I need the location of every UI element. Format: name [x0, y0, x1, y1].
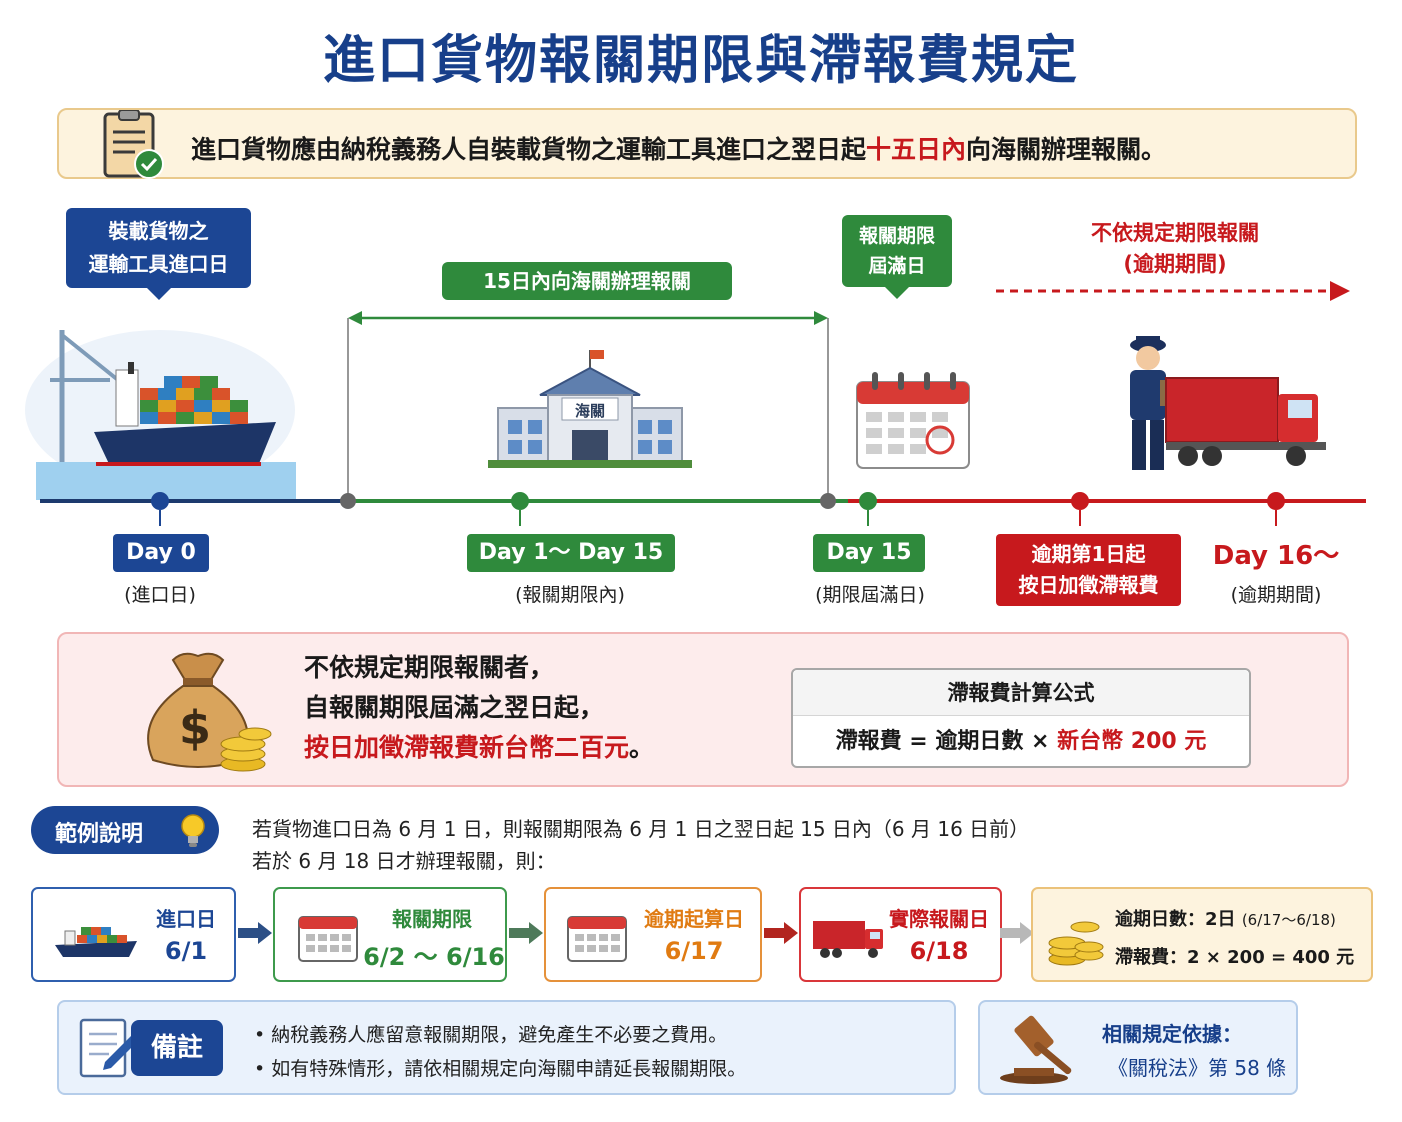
- calendar-icon: [856, 372, 970, 469]
- result-days: 逾期日數：2日 (6/17～6/18): [1115, 909, 1336, 930]
- formula-title: 滯報費計算公式: [793, 670, 1249, 716]
- sub-day1-15: (報關期限內): [515, 584, 625, 606]
- marker-day15: [859, 492, 877, 510]
- late-fee-rule-box: $ 不依規定期限報關者， 自報關期限屆滿之翌日起， 按日加徵滯報費新台幣二百元。…: [57, 632, 1349, 787]
- small-calendar-icon: [297, 911, 359, 967]
- step-arrow-2: [509, 922, 543, 944]
- step-overdue-start: 逾期起算日 6/17: [544, 887, 762, 982]
- result-fee: 滯報費：2 × 200 = 400 元: [1115, 947, 1355, 968]
- step-import-value: 6/1: [164, 937, 208, 965]
- formula-box: 滯報費計算公式 滯報費 = 逾期日數 × 新台幣 200 元: [791, 668, 1251, 768]
- late-fee-rule-text: 不依規定期限報關者， 自報關期限屆滿之翌日起， 按日加徵滯報費新台幣二百元。: [304, 653, 655, 762]
- truck-icon: [1165, 377, 1326, 466]
- timeline-graphic: [25, 281, 1366, 526]
- marker-window-start: [340, 493, 356, 509]
- svg-text:$: $: [179, 701, 211, 755]
- example-line2: 若於 6 月 18 日才辦理報關，則：: [252, 849, 556, 873]
- step-overdue-start-title: 逾期起算日: [644, 907, 744, 931]
- callout-import-date: 裝載貨物之運輸工具進口日: [66, 208, 251, 300]
- note-box: 備註 • 納稅義務人應留意報關期限，避免產生不必要之費用。 • 如有特殊情形，請…: [57, 1000, 956, 1095]
- money-bag-icon: $: [123, 642, 273, 781]
- marker-overdue-day1: [1071, 492, 1089, 510]
- example-label: 範例說明: [31, 806, 219, 854]
- intro-highlight: 十五日內: [866, 135, 967, 164]
- step-deadline: 報關期限 6/2 ～ 6/16: [273, 887, 507, 982]
- coins-icon: [1045, 911, 1107, 971]
- marker-day0: [151, 492, 169, 510]
- window-arrow-right: [814, 311, 828, 325]
- step-actual-declare-title: 實際報關日: [889, 907, 989, 931]
- note-label: 備註: [131, 1020, 223, 1076]
- legal-basis-ref: 《關稅法》第 58 條: [1108, 1056, 1287, 1080]
- legal-basis-title: 相關規定依據：: [1102, 1022, 1242, 1046]
- step-deadline-title: 報關期限: [392, 907, 472, 931]
- customs-sign: 海關: [574, 402, 605, 420]
- tag-day0: Day 0: [113, 534, 209, 572]
- label-day16: Day 16～: [1212, 541, 1340, 571]
- example-line1: 若貨物進口日為 6 月 1 日，則報關期限為 6 月 1 日之翌日起 15 日內…: [252, 817, 1030, 841]
- small-truck-icon: [811, 917, 887, 965]
- step-import: 進口日 6/1: [31, 887, 236, 982]
- overdue-arrow-head: [1330, 281, 1350, 301]
- small-calendar-icon: [566, 911, 628, 967]
- step-import-title: 進口日: [156, 907, 216, 931]
- note-item-1: • 納稅義務人應留意報關期限，避免產生不必要之費用。: [254, 1024, 728, 1046]
- cargo-ship-icon: [25, 330, 296, 500]
- sub-day16: (逾期期間): [1230, 584, 1322, 606]
- step-result: 逾期日數：2日 (6/17～6/18) 滯報費：2 × 200 = 400 元: [1031, 887, 1373, 982]
- tag-day15: Day 15: [813, 534, 925, 572]
- step-arrow-1: [238, 922, 272, 944]
- late-fee-rule-highlight: 按日加徵滯報費新台幣二百元: [304, 733, 630, 762]
- step-deadline-value: 6/2 ～ 6/16: [363, 943, 505, 971]
- intro-text: 進口貨物應由納稅義務人自裝載貨物之運輸工具進口之翌日起十五日內向海關辦理報關。: [191, 135, 1167, 164]
- marker-window-end: [820, 493, 836, 509]
- note-item-2: • 如有特殊情形，請依相關規定向海關申請延長報關期限。: [254, 1058, 747, 1080]
- step-actual-declare-value: 6/18: [909, 937, 969, 965]
- step-arrow-3: [764, 922, 798, 944]
- customs-building-icon: [488, 350, 692, 468]
- legal-basis-box: 相關規定依據： 《關稅法》第 58 條: [978, 1000, 1298, 1095]
- formula-body: 滯報費 = 逾期日數 × 新台幣 200 元: [835, 729, 1207, 754]
- marker-day1-15: [511, 492, 529, 510]
- document-pen-icon: [77, 1016, 141, 1086]
- marker-day16: [1267, 492, 1285, 510]
- tag-overdue-fee: 逾期第1日起按日加徵滯報費: [996, 534, 1181, 606]
- step-arrow-4: [1000, 922, 1034, 944]
- clipboard-check-icon: [99, 109, 169, 186]
- step-overdue-start-value: 6/17: [664, 937, 724, 965]
- callout-window: 15日內向海關辦理報關: [442, 262, 732, 300]
- lightbulb-icon: [177, 812, 209, 856]
- tag-day1-15: Day 1～ Day 15: [467, 534, 675, 572]
- sub-day15: (期限屆滿日): [815, 584, 925, 606]
- window-arrow-left: [348, 311, 362, 325]
- small-ship-icon: [51, 911, 141, 967]
- intro-banner: 進口貨物應由納稅義務人自裝載貨物之運輸工具進口之翌日起十五日內向海關辦理報關。: [57, 108, 1357, 179]
- page-title: 進口貨物報關期限與滯報費規定: [322, 31, 1079, 91]
- sub-day0: (進口日): [124, 584, 196, 606]
- step-actual-declare: 實際報關日 6/18: [799, 887, 1002, 982]
- callout-overdue: 不依規定期限報關(逾期期間): [1091, 221, 1259, 276]
- gavel-icon: [996, 1012, 1092, 1090]
- callout-deadline: 報關期限屆滿日: [842, 215, 952, 299]
